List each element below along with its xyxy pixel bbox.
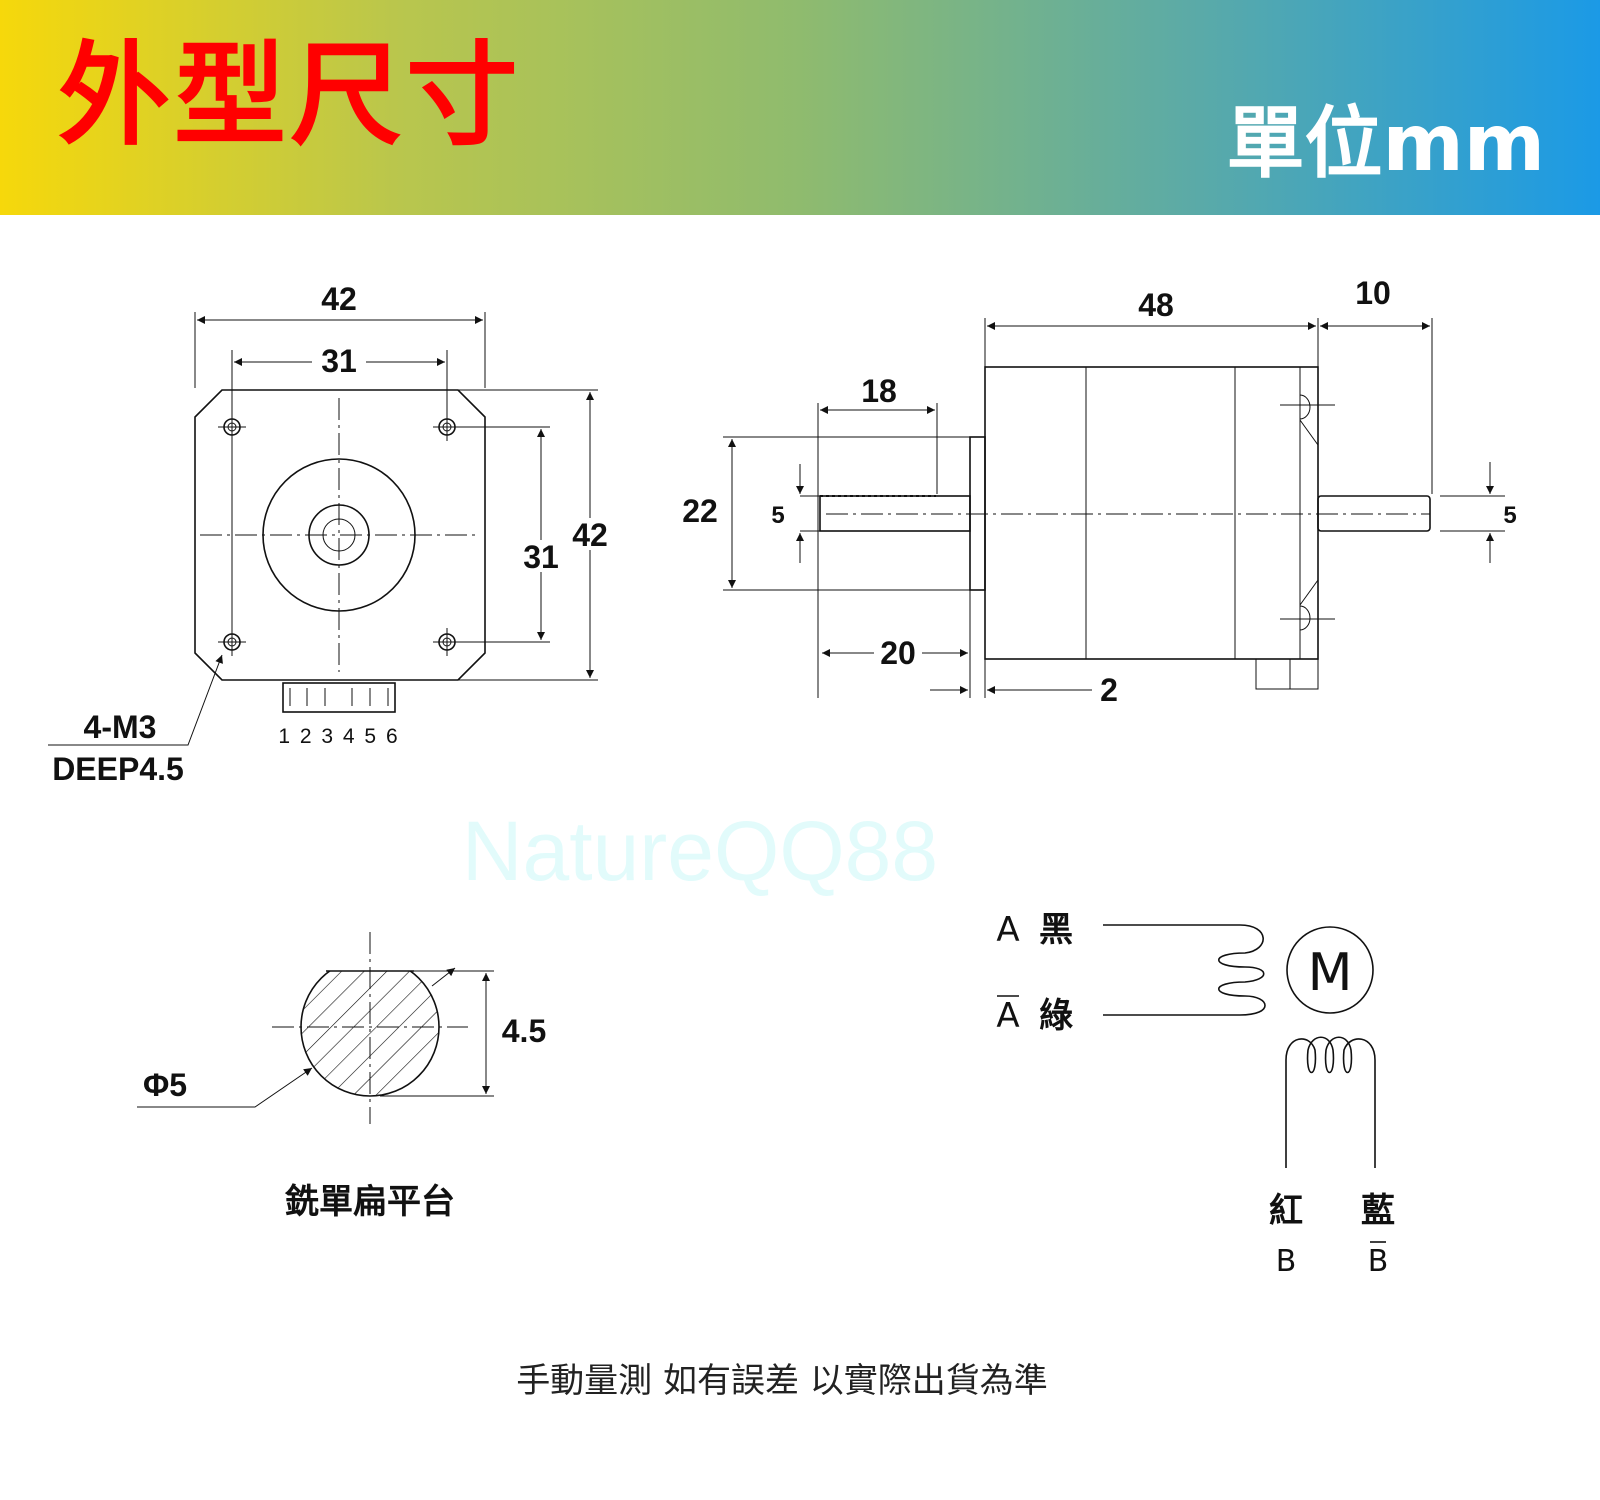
shaft-section-caption: 銑單扁平台 — [284, 1182, 455, 1222]
wire-b-color: 紅 — [1269, 1191, 1303, 1231]
wire-a-label: A — [996, 910, 1019, 950]
mounting-holes — [218, 350, 550, 656]
hole-spec-depth: DEEP4.5 — [52, 751, 184, 787]
motor-label: M — [1308, 943, 1353, 1003]
pin-numbers: 1 2 3 4 5 6 — [278, 725, 399, 748]
dim-boss-height: 2 — [1100, 672, 1118, 708]
motor-symbol — [1286, 926, 1374, 1014]
dim-rear-shaft-length: 10 — [1355, 275, 1391, 311]
watermark: NatureQQ88 — [462, 804, 938, 898]
wire-b-bar-label: B — [1368, 1244, 1389, 1279]
dim-key-length: 18 — [861, 373, 897, 409]
dim-shaft-length: 20 — [880, 635, 916, 671]
coil-b — [1285, 1036, 1376, 1168]
connector — [282, 682, 396, 713]
motor-body — [984, 366, 1319, 660]
dim-shaft-diameter: Φ5 — [143, 1067, 187, 1103]
wiring-diagram: A 黑 A 綠 M 紅 藍 B B — [996, 910, 1395, 1279]
unit-label: 單位mm — [1226, 99, 1545, 189]
coil-a — [1103, 924, 1266, 1016]
footer-disclaimer: 手動量測 如有誤差 以實際出貨為準 — [516, 1361, 1048, 1401]
wire-b-bar-color: 藍 — [1361, 1191, 1395, 1231]
dim-rear-shaft-dia: 5 — [1503, 502, 1516, 529]
wire-a-bar-color: 綠 — [1039, 996, 1073, 1036]
dim-front-height: 42 — [572, 517, 608, 553]
dim-boss-diameter: 22 — [682, 493, 718, 529]
wire-a-bar-label: A — [996, 996, 1019, 1036]
dim-front-width: 42 — [321, 281, 357, 317]
page-title: 外型尺寸 — [58, 31, 522, 161]
front-view: 1 2 3 4 5 6 42 31 31 42 4-M3 DEEP4.5 — [48, 281, 612, 787]
wire-b-label: B — [1276, 1244, 1297, 1279]
shaft-section: 4.5 Φ5 銑單扁平台 — [137, 932, 546, 1222]
wire-a-color: 黑 — [1039, 910, 1073, 950]
dim-front-shaft-dia: 5 — [771, 502, 784, 529]
dim-body-length: 48 — [1138, 287, 1174, 323]
header-banner: 外型尺寸 單位mm — [0, 0, 1600, 215]
dim-flat-depth: 4.5 — [502, 1013, 546, 1049]
dim-hole-spacing-v: 31 — [523, 539, 559, 575]
side-view: 48 10 18 22 5 5 20 2 — [682, 275, 1516, 708]
hole-spec-thread: 4-M3 — [84, 709, 157, 745]
dim-hole-spacing-h: 31 — [321, 343, 357, 379]
